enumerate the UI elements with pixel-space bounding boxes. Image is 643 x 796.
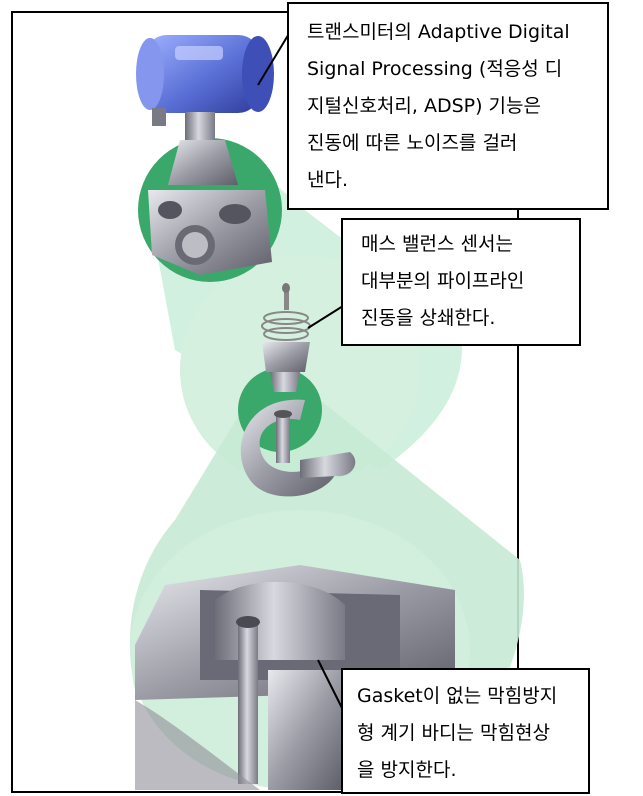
callout-line: 진동에 따른 노이즈를 걸러 [307,132,518,154]
transmitter-icon [136,35,274,140]
callout-line: 매스 밸런스 센서는 [361,233,513,255]
sensor-assembly-icon [261,283,311,392]
leader-line-sensor [307,305,344,329]
callout-line: 을 방지한다. [357,759,457,781]
callout-line: Signal Processing (적응성 디 [307,58,563,80]
meter-body-icon [148,140,272,275]
callout-line: 지털신호처리, ADSP) 기능은 [307,95,541,117]
sensor-body-icon [240,399,356,497]
callout-gasket-free: Gasket이 없는 막힘방지 형 계기 바디는 막힘현상 을 방지한다. [341,668,590,794]
callout-line: Gasket이 없는 막힘방지 [357,685,558,707]
leader-line-transmitter [257,31,291,86]
gasket-free-body-icon [135,565,455,790]
callout-line: 진동을 상쇄한다. [361,307,496,329]
callout-line: 낸다. [307,169,348,191]
outer-frame [11,11,519,793]
leader-line-gasket [317,659,344,711]
callout-transmitter-adsp: 트랜스미터의 Adaptive Digital Signal Processin… [287,2,609,210]
callout-mass-balance: 매스 밸런스 센서는 대부분의 파이프라인 진동을 상쇄한다. [341,218,581,346]
callout-line: 트랜스미터의 Adaptive Digital [307,21,570,43]
callout-line: 대부분의 파이프라인 [361,270,525,292]
callout-line: 형 계기 바디는 막힘현상 [357,722,550,744]
